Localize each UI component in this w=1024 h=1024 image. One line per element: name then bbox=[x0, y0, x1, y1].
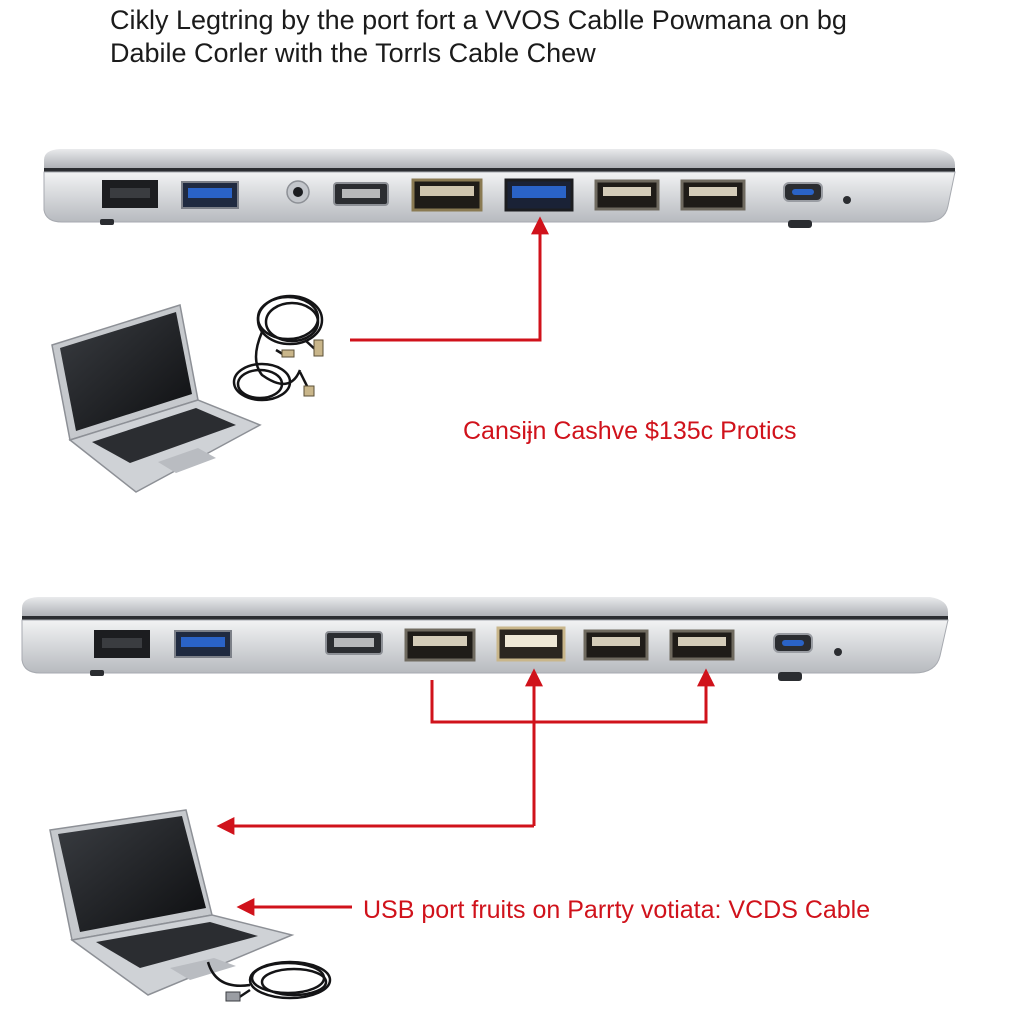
usb3-port-highlighted bbox=[504, 178, 574, 212]
ethernet-port bbox=[94, 630, 150, 658]
usb-port bbox=[404, 628, 476, 662]
bottom-port-strip bbox=[21, 597, 949, 681]
usb-cable-coil-top bbox=[232, 294, 324, 402]
title-line-1: Cikly Legtring by the port fort a VVOS C… bbox=[110, 5, 847, 35]
rubber-foot bbox=[100, 219, 114, 225]
laptop-illustration-top bbox=[51, 304, 262, 493]
hdmi-port bbox=[333, 182, 389, 206]
laptop-screen bbox=[60, 312, 192, 431]
laptop-lid-edge bbox=[22, 597, 948, 618]
usb-port bbox=[680, 179, 746, 211]
hdmi-port bbox=[325, 631, 383, 655]
hinge-gap bbox=[22, 616, 948, 620]
usb-port-highlighted bbox=[496, 626, 566, 662]
bottom-arrows bbox=[216, 668, 715, 916]
usb-c-port bbox=[783, 182, 823, 202]
usb-port bbox=[583, 629, 649, 661]
usb-cable-coil-bottom bbox=[206, 960, 332, 1002]
status-led bbox=[834, 648, 842, 656]
laptop-illustration-bottom bbox=[49, 809, 295, 996]
trackpad bbox=[158, 448, 216, 473]
usb3-port bbox=[181, 181, 239, 209]
rubber-foot bbox=[788, 220, 812, 228]
laptop-screen bbox=[58, 816, 206, 932]
usb3-port bbox=[174, 630, 232, 658]
keyboard bbox=[92, 408, 236, 463]
laptop-lid-edge bbox=[44, 149, 955, 170]
top-arrow bbox=[350, 216, 549, 342]
title-line-2: Dabile Corler with the Torrls Cable Chew bbox=[110, 38, 596, 68]
audio-jack bbox=[286, 180, 310, 204]
diagram-title: Cikly Legtring by the port fort a VVOS C… bbox=[110, 4, 990, 70]
bottom-callout-label: USB port fruits on Parrty votiata: VCDS … bbox=[363, 896, 871, 924]
top-port-strip bbox=[43, 149, 956, 228]
keyboard bbox=[96, 922, 258, 968]
rubber-foot bbox=[90, 670, 104, 676]
usb-port bbox=[594, 179, 660, 211]
usb-port bbox=[669, 629, 735, 661]
usb-c-port bbox=[773, 633, 813, 653]
top-callout-label: Cansiɉn Cashve $135c Protics bbox=[463, 417, 797, 445]
ethernet-port bbox=[102, 180, 158, 208]
hinge-gap bbox=[44, 168, 955, 172]
trackpad bbox=[170, 958, 236, 980]
bracket-arrow-right bbox=[430, 668, 715, 724]
status-led bbox=[843, 196, 851, 204]
rubber-foot bbox=[778, 672, 802, 681]
usb-port bbox=[411, 178, 483, 212]
